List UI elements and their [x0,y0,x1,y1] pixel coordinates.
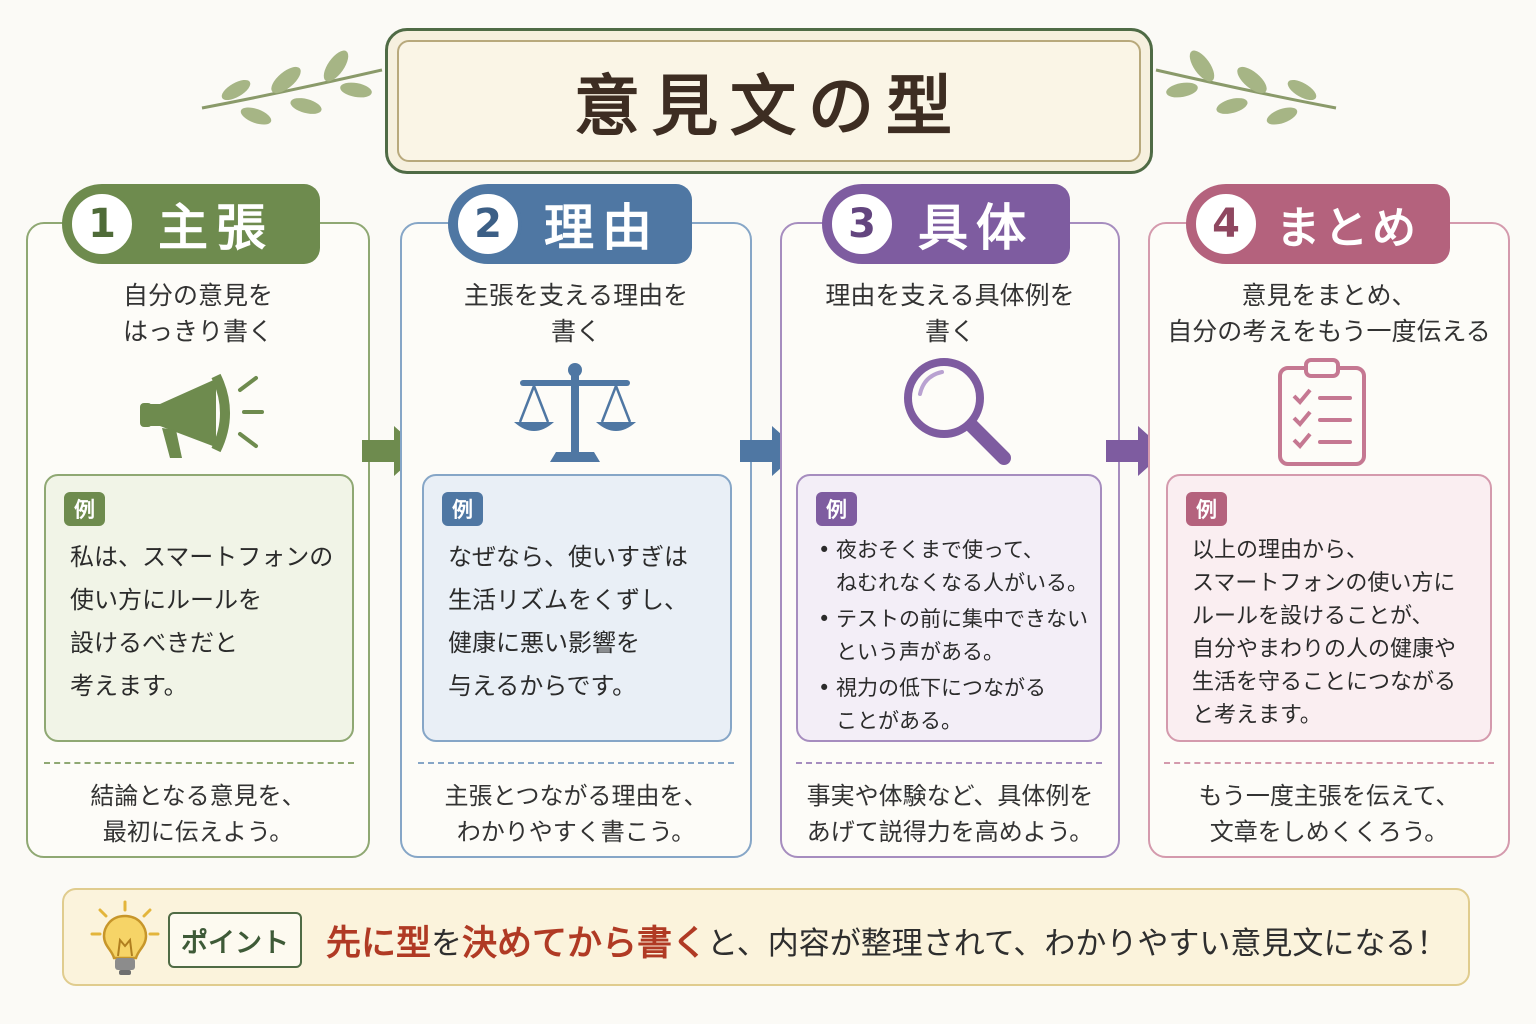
step-badge-3: 3 具体 [822,184,1070,264]
step-number-2: 2 [454,190,522,258]
step-footer-3: 事実や体験など、具体例を あげて説得力を高めよう。 [806,782,1094,846]
step-description-3: 理由を支える具体例を 書く [825,281,1075,346]
divider-1 [44,762,354,764]
step-description-2: 主張を支える理由を 書く [463,281,689,346]
step-title-1: 主張 [158,198,274,257]
example-tag-1: 例 [64,492,105,526]
divider-3 [796,762,1102,764]
step-footer-4: もう一度主張を伝えて、 文章をしめくくろう。 [1198,782,1460,846]
step-title-2: 理由 [544,198,660,257]
point-label: ポイント [168,912,302,968]
step-footer-1: 結論となる意見を、 最初に伝えよう。 [90,782,306,846]
lightbulb-icon [90,900,160,975]
step-number-1: 1 [68,190,136,258]
example-list-3: 夜おそくまで使って、 ねむれなくなる人がいる。 テストの前に集中できない という… [816,534,1090,741]
title-banner: 意見文の型 [385,28,1153,174]
point-highlight-1: 先に [326,923,397,964]
step-number-3: 3 [828,190,896,258]
right-leaf-sprig-icon [1155,50,1337,125]
example-tag-2: 例 [442,492,483,526]
divider-4 [1164,762,1494,764]
point-text-2: と、内容が整理されて、わかりやすい意見文になる！ [707,925,1448,962]
example-box-1: 例 私は、スマートフォンの 使い方にルールを 設けるべきだと 考えます。 [44,474,354,742]
example-text-4: 以上の理由から、 スマートフォンの使い方に ルールを設けることが、 自分やまわり… [1192,538,1457,728]
step-footer-2: 主張とつながる理由を、 わかりやすく書こう。 [444,782,708,846]
scales-icon [514,363,636,462]
step-title-3: 具体 [918,198,1034,257]
megaphone-icon [140,373,264,458]
point-message: 先に型を決めてから書くと、内容が整理されて、わかりやすい意見文になる！ [326,912,1447,968]
divider-2 [418,762,734,764]
step-badge-2: 2 理由 [448,184,692,264]
step-badge-1: 1 主張 [62,184,320,264]
example-text-2: なぜなら、使いすぎは 生活リズムをくずし、 健康に悪い影響を 与えるからです。 [448,543,688,700]
left-leaf-sprig-icon [201,50,383,125]
example-tag-4: 例 [1186,492,1227,526]
example-box-3: 例 夜おそくまで使って、 ねむれなくなる人がいる。 テストの前に集中できない と… [796,474,1102,742]
point-highlight-3: 決めてから書く [462,923,708,964]
point-text-1: を [431,925,463,962]
point-bar: ポイント 先に型を決めてから書くと、内容が整理されて、わかりやすい意見文になる！ [62,888,1470,986]
page-title: 意見文の型 [574,67,964,145]
example-item-3-1: 夜おそくまで使って、 ねむれなくなる人がいる。 [816,534,1090,600]
point-highlight-2: 型 [396,923,432,964]
step-badge-4: 4 まとめ [1186,184,1450,264]
example-box-2: 例 なぜなら、使いすぎは 生活リズムをくずし、 健康に悪い影響を 与えるからです… [422,474,732,742]
example-tag-3: 例 [816,492,857,526]
example-item-3-2: テストの前に集中できない という声がある。 [816,603,1090,669]
step-description-1: 自分の意見を はっきり書く [122,281,273,346]
magnifier-icon [904,358,1011,465]
example-text-1: 私は、スマートフォンの 使い方にルールを 設けるべきだと 考えます。 [70,543,334,700]
example-item-3-3: 視力の低下につながる ことがある。 [816,672,1090,738]
title-inner-frame: 意見文の型 [397,40,1141,162]
clipboard-checklist-icon [1278,358,1366,466]
step-number-4: 4 [1192,190,1260,258]
example-box-4: 例 以上の理由から、 スマートフォンの使い方に ルールを設けることが、 自分やま… [1166,474,1492,742]
step-title-4: まとめ [1276,203,1420,254]
step-description-4: 意見をまとめ、 自分の考えをもう一度伝える [1167,281,1491,346]
